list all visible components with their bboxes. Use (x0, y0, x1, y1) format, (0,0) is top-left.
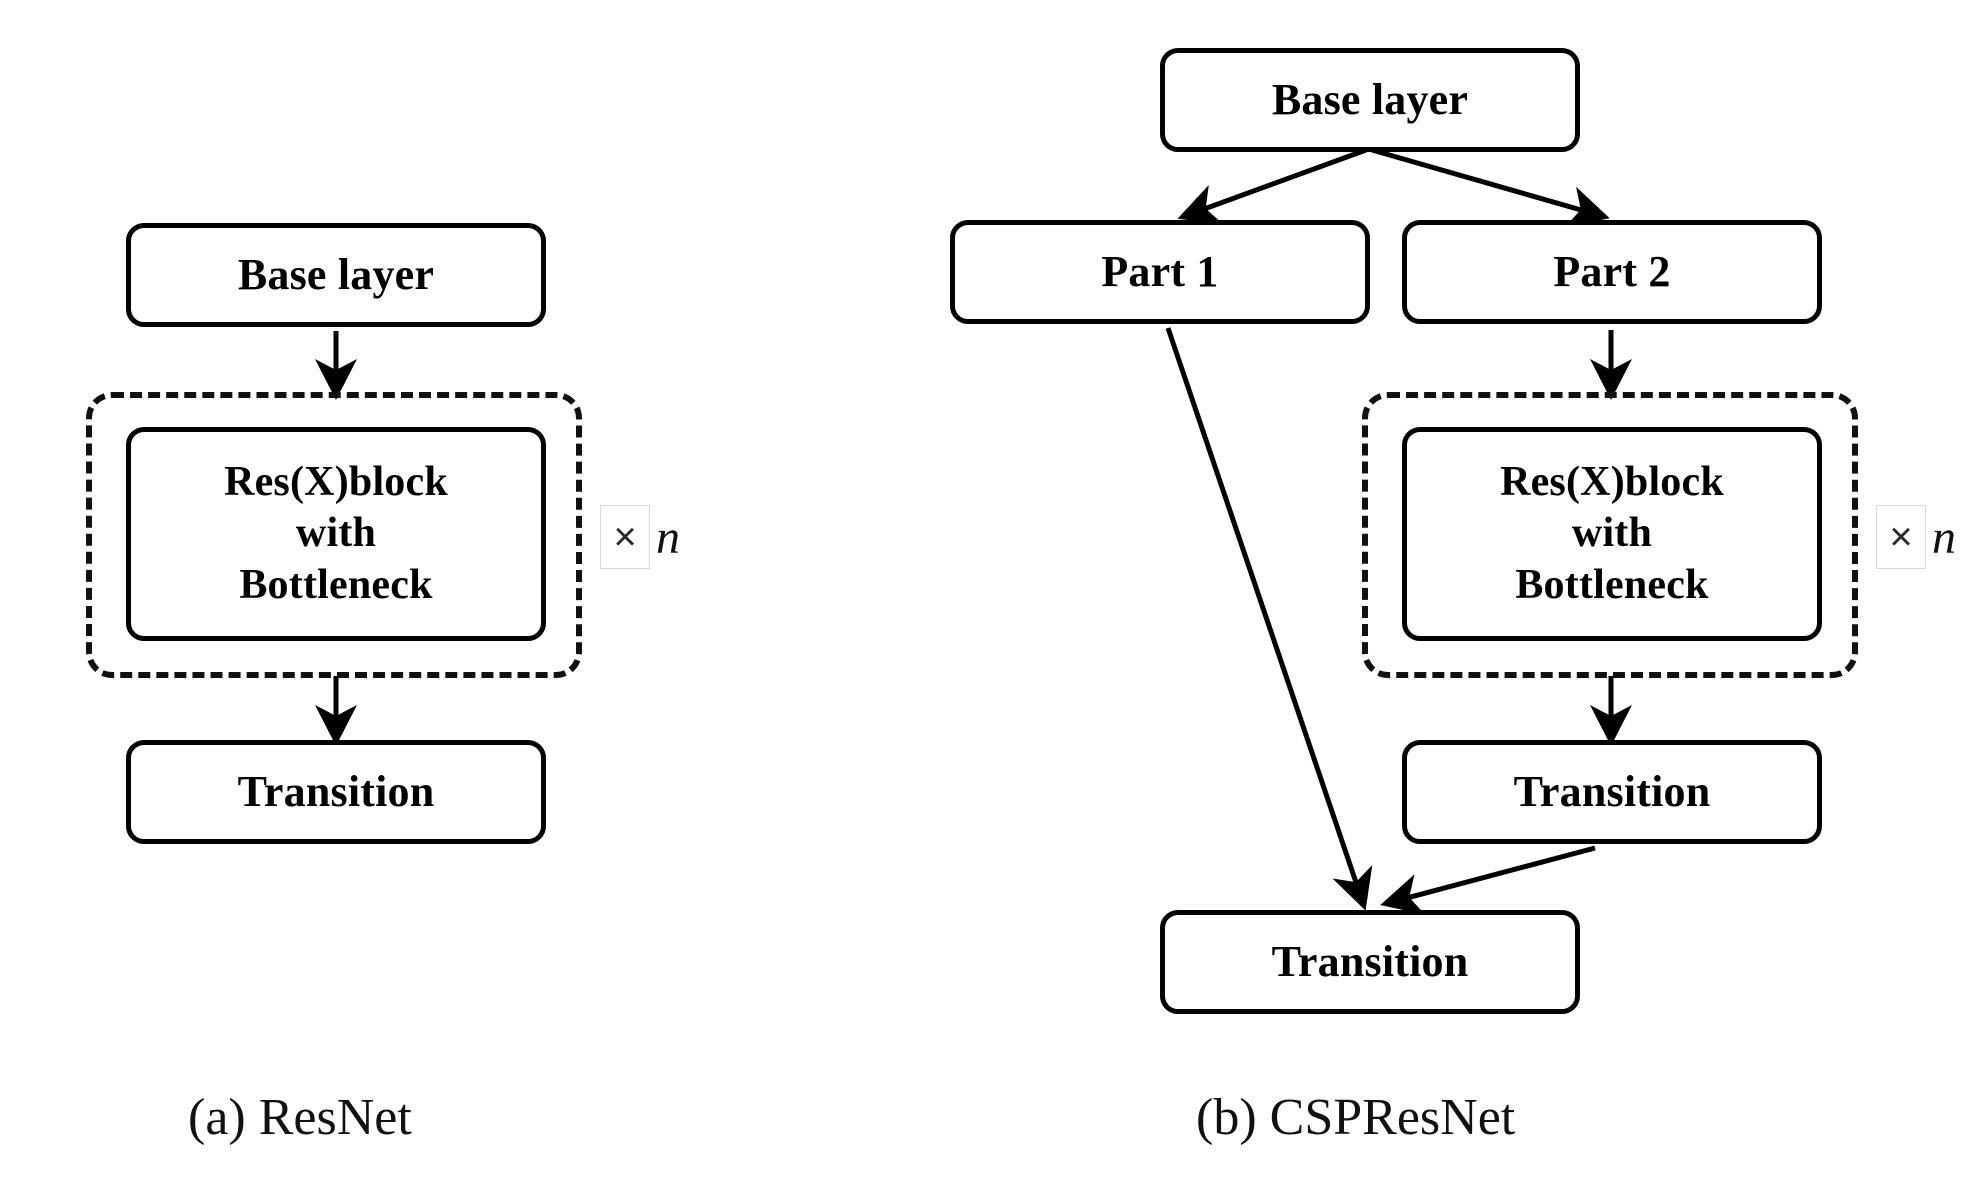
node-label-line3: Bottleneck (1515, 561, 1709, 608)
node-a-transition[interactable]: Transition (126, 740, 546, 844)
multiplier-b: × n (1876, 505, 1956, 569)
node-label-line2: with (1571, 510, 1653, 557)
node-a-resx-block[interactable]: Res(X)block with Bottleneck (126, 427, 546, 641)
node-label: Transition (1271, 937, 1469, 987)
multiplier-a: × n (600, 505, 680, 569)
node-a-base-layer[interactable]: Base layer (126, 223, 546, 327)
repeat-count-n: n (1932, 510, 1956, 564)
repeat-count-n: n (656, 510, 680, 564)
node-b-part-1[interactable]: Part 1 (950, 220, 1370, 324)
node-b-transition-2[interactable]: Transition (1160, 910, 1580, 1014)
node-label-line3: Bottleneck (239, 561, 433, 608)
node-label-line2: with (295, 510, 377, 557)
node-label: Transition (237, 767, 435, 817)
times-symbol: × (600, 505, 650, 569)
node-label: Part 1 (1101, 247, 1219, 297)
caption-panel-a: (a) ResNet (188, 1089, 412, 1146)
caption-panel-b: (b) CSPResNet (1196, 1089, 1516, 1146)
times-symbol: × (1876, 505, 1926, 569)
node-label-line1: Res(X)block (224, 459, 448, 506)
node-b-resx-block[interactable]: Res(X)block with Bottleneck (1402, 427, 1822, 641)
node-label: Part 2 (1553, 247, 1671, 297)
node-label: Base layer (237, 250, 435, 300)
node-label: Base layer (1271, 75, 1469, 125)
edge-b-transition1-to-transition2 (1380, 845, 1596, 915)
edge-b-part1-to-transition2 (1165, 327, 1373, 911)
edge-b-base-to-part2 (1371, 147, 1610, 228)
node-label-line1: Res(X)block (1500, 459, 1724, 506)
node-b-base-layer[interactable]: Base layer (1160, 48, 1580, 152)
node-b-transition-1[interactable]: Transition (1402, 740, 1822, 844)
node-b-part-2[interactable]: Part 2 (1402, 220, 1822, 324)
edge-b-base-to-part1 (1177, 147, 1367, 225)
node-label: Transition (1513, 767, 1711, 817)
